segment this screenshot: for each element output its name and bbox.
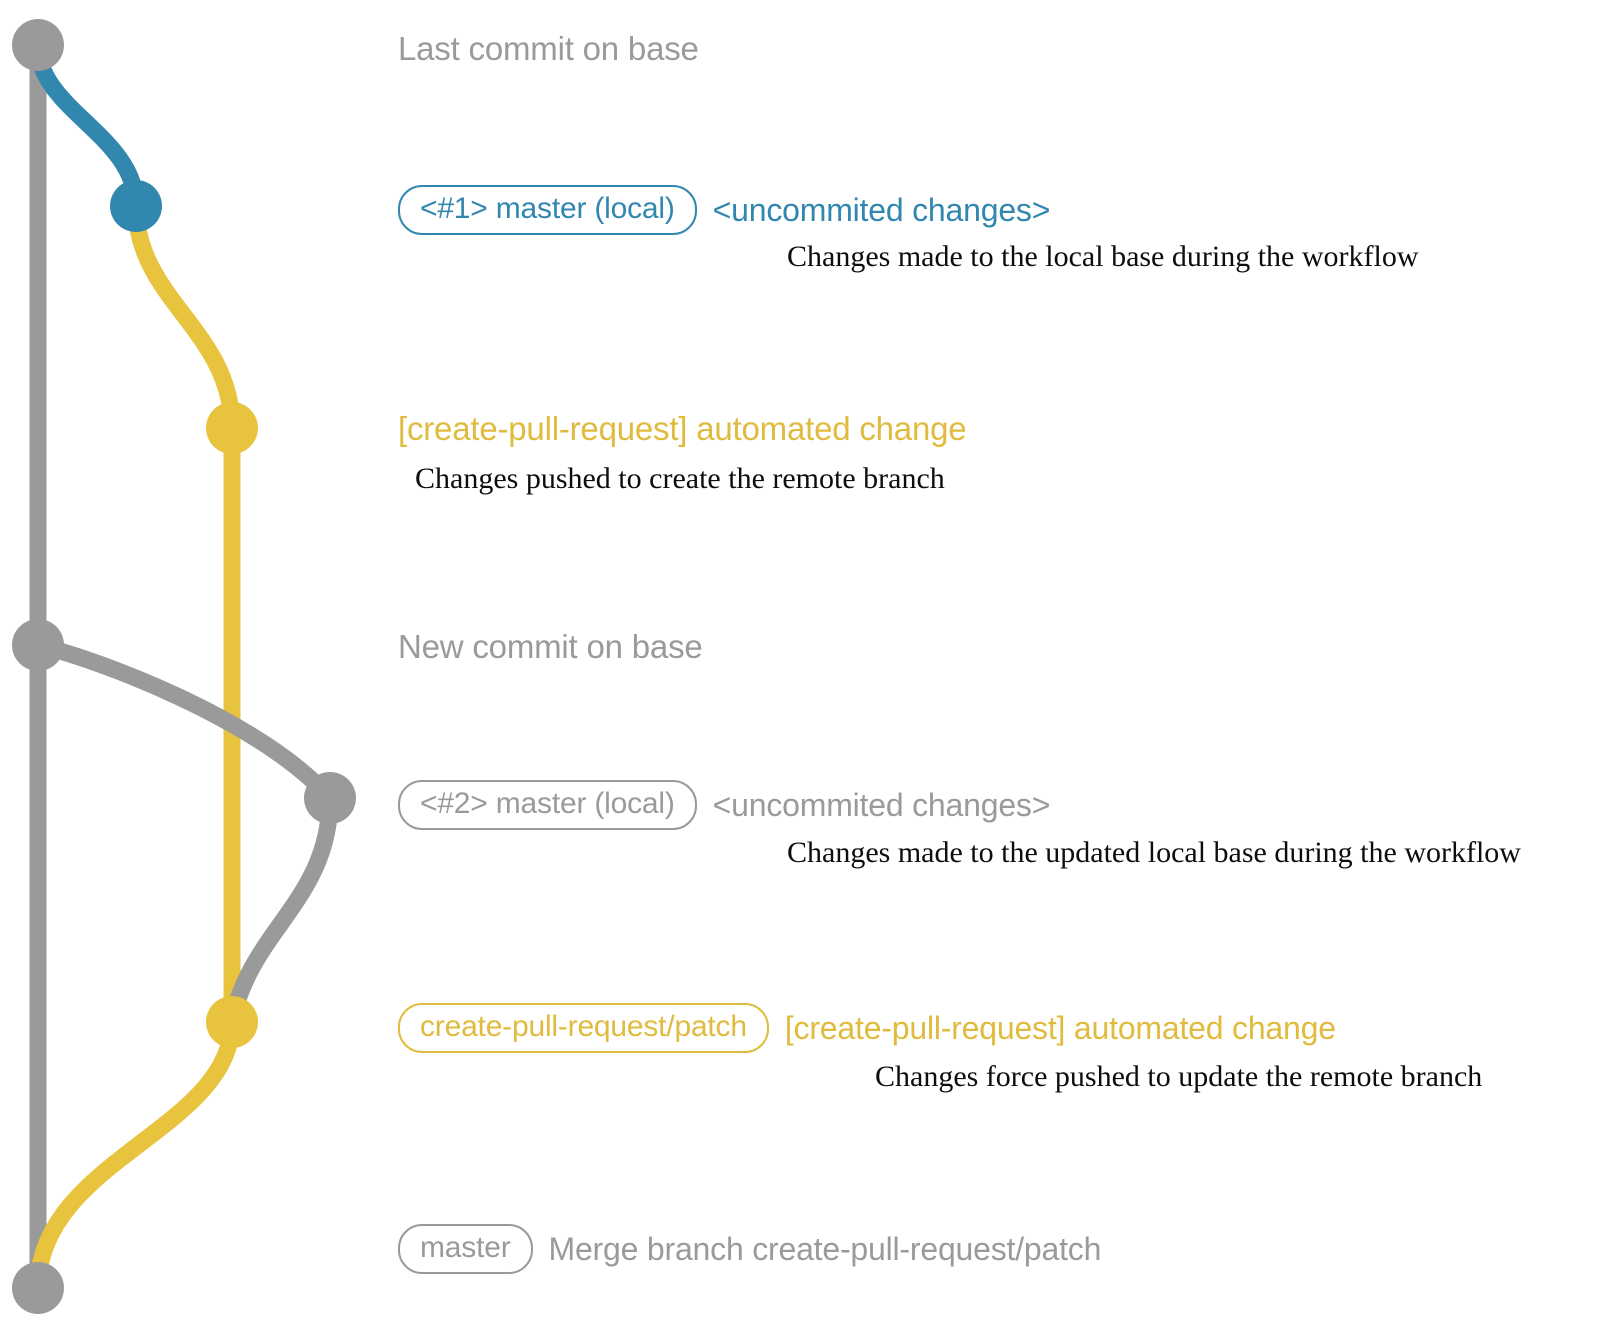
commit-title-new-commit-on-base: New commit on base — [398, 628, 703, 665]
row-merge-commit: master Merge branch create-pull-request/… — [398, 1224, 1101, 1274]
row-automated-change-2: create-pull-request/patch [create-pull-r… — [398, 1003, 1336, 1053]
branch-chip-master[interactable]: master — [398, 1224, 533, 1274]
edge-base-to-local1 — [29, 36, 145, 215]
row-master-local-1: <#1> master (local) <uncommited changes> — [398, 185, 1050, 235]
description-master-local-2: Changes made to the updated local base d… — [787, 836, 1521, 869]
node-automated-change-1[interactable] — [206, 402, 258, 454]
edge-local1-to-patch1 — [127, 197, 241, 437]
commit-message-master-local-2: <uncommited changes> — [712, 786, 1051, 823]
description-automated-change-1: Changes pushed to create the remote bran… — [415, 462, 945, 495]
branch-chip-master-local-2[interactable]: <#2> master (local) — [398, 780, 697, 830]
description-automated-change-2: Changes force pushed to update the remot… — [875, 1060, 1483, 1093]
edge-base-to-local2 — [29, 636, 339, 807]
row-new-commit-on-base: New commit on base — [398, 628, 703, 666]
commit-message-automated-change-2: [create-pull-request] automated change — [784, 1009, 1336, 1046]
row-last-commit-on-base: Last commit on base — [398, 30, 699, 68]
node-last-commit-on-base[interactable] — [12, 19, 64, 71]
row-master-local-2: <#2> master (local) <uncommited changes> — [398, 780, 1050, 830]
edge-local2-to-patch2 — [223, 789, 339, 1031]
node-merge-commit[interactable] — [12, 1262, 64, 1314]
commit-title-last-commit-on-base: Last commit on base — [398, 30, 699, 67]
branch-chip-master-local-1[interactable]: <#1> master (local) — [398, 185, 697, 235]
node-automated-change-2[interactable] — [206, 996, 258, 1048]
git-graph — [12, 19, 356, 1314]
node-master-local-2[interactable] — [304, 772, 356, 824]
commit-message-merge-commit: Merge branch create-pull-request/patch — [548, 1230, 1102, 1267]
commit-message-master-local-1: <uncommited changes> — [712, 191, 1051, 228]
node-new-commit-on-base[interactable] — [12, 619, 64, 671]
edge-patch2-to-merge — [29, 1013, 241, 1297]
description-master-local-1: Changes made to the local base during th… — [787, 240, 1419, 273]
row-automated-change-1: [create-pull-request] automated change — [398, 410, 967, 448]
branch-chip-create-pull-request-patch[interactable]: create-pull-request/patch — [398, 1003, 769, 1053]
commit-title-automated-change-1: [create-pull-request] automated change — [398, 410, 967, 447]
node-master-local-1[interactable] — [110, 180, 162, 232]
